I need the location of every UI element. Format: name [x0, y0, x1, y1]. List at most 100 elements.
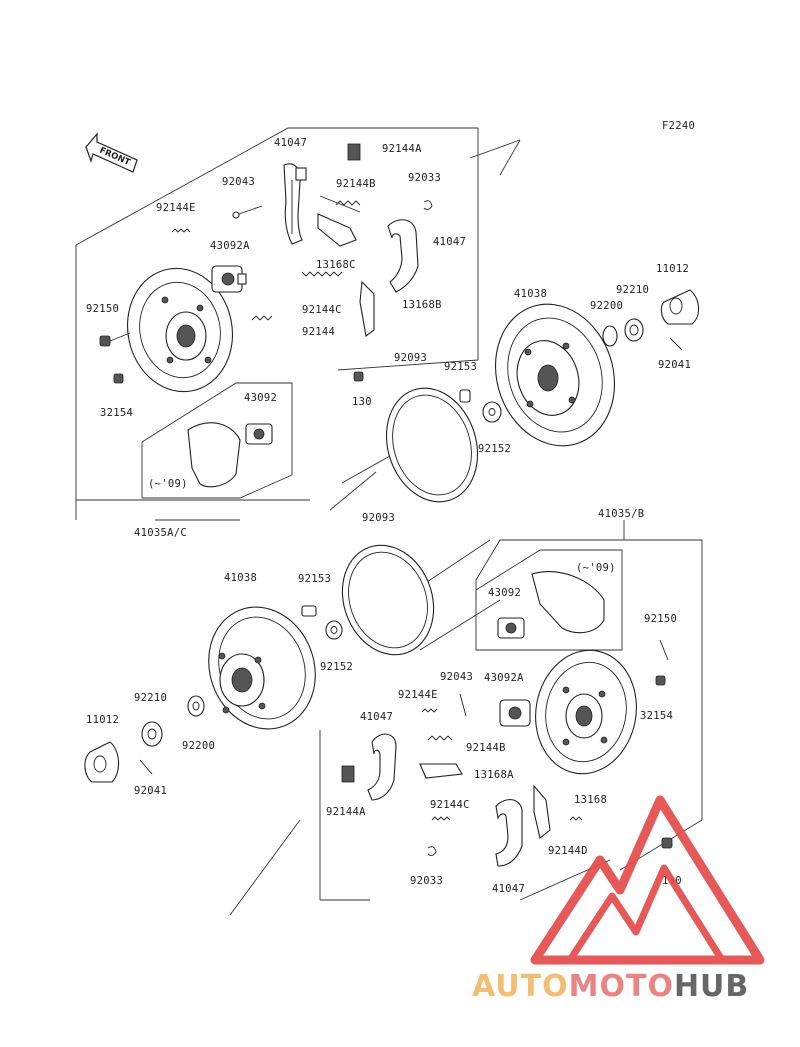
backing-plate-inset-lower [531, 571, 605, 634]
spring-92144-upper [251, 315, 273, 321]
bolt-92150-upper [99, 332, 131, 347]
label-92093: 92093 [394, 352, 427, 364]
label-92144e: 92144E [156, 202, 196, 214]
label-92152: 92152 [478, 443, 511, 455]
label-41047-b: 41047 [433, 236, 466, 248]
label-130: 130 [352, 396, 372, 408]
spring-92144e-lower [421, 708, 438, 713]
brake-shoe-upper-a [283, 163, 307, 245]
spring-92144c-upper [301, 271, 343, 277]
seal-ring-upper [385, 387, 479, 503]
label-41038: 41038 [514, 288, 547, 300]
label-32154-lower: 32154 [640, 710, 673, 722]
label-09-lower: (~'09) [576, 562, 616, 574]
label-92144b-lower: 92144B [466, 742, 506, 754]
label-92041: 92041 [658, 359, 691, 371]
watermark-logo: AUTOMOTOHUB [472, 795, 765, 1004]
label-11012: 11012 [656, 263, 689, 275]
label-41035ac: 41035A/C [134, 527, 187, 539]
lever-13168-lower [533, 784, 551, 839]
brake-shoe-lower-b [495, 799, 523, 867]
backing-plate-upper [126, 267, 234, 393]
adjuster-13168a-lower [419, 763, 463, 779]
label-43092-lower: 43092 [488, 587, 521, 599]
backing-plate-inset-upper [187, 422, 241, 488]
svg-text:AUTOMOTOHUB: AUTOMOTOHUB [472, 969, 749, 1004]
spring-92144b-lower [427, 735, 453, 741]
label-92144a-lower: 92144A [326, 806, 366, 818]
seal-ring-lower [341, 544, 435, 656]
label-13168-lower: 13168 [574, 794, 607, 806]
label-92033-lower: 92033 [410, 875, 443, 887]
label-92144: 92144 [302, 326, 335, 338]
adjuster-13168c-upper [317, 195, 361, 247]
label-13168a-lower: 13168A [474, 769, 514, 781]
label-92144e-lower: 92144E [398, 689, 438, 701]
label-92150: 92150 [86, 303, 119, 315]
label-92150-lower: 92150 [644, 613, 677, 625]
clip-92033-lower [427, 846, 437, 857]
cap-11012-lower [84, 741, 120, 783]
backing-plate-lower [535, 649, 637, 775]
label-09-upper: (~'09) [148, 478, 188, 490]
label-92041-lower: 92041 [134, 785, 167, 797]
clip-92033-upper [423, 200, 433, 211]
label-92144d-lower: 92144D [548, 845, 588, 857]
clip-92144a-lower [341, 765, 355, 783]
lever-13168b-upper [359, 280, 375, 337]
label-92093-lower: 92093 [362, 512, 395, 524]
cap-11012-upper [660, 289, 700, 325]
label-92200-lower: 92200 [182, 740, 215, 752]
watermark-auto: AUTO [472, 969, 569, 1004]
brake-shoe-upper-b [387, 219, 419, 293]
label-92152-lower: 92152 [320, 661, 353, 673]
label-43092a-lower: 43092A [484, 672, 524, 684]
label-92033: 92033 [408, 172, 441, 184]
spring-92144c-lower [431, 816, 451, 821]
label-41047-a: 41047 [274, 137, 307, 149]
label-13168b: 13168B [402, 299, 442, 311]
label-92210-lower: 92210 [134, 692, 167, 704]
watermark-moto: MOTO [569, 969, 674, 1004]
label-92043-lower: 92043 [440, 671, 473, 683]
front-label: FRONT [98, 146, 132, 168]
label-11012-lower: 11012 [86, 714, 119, 726]
label-43092a: 43092A [210, 240, 250, 252]
label-92043: 92043 [222, 176, 255, 188]
washer-92200-upper [602, 325, 618, 347]
label-92144b: 92144B [336, 178, 376, 190]
label-43092: 43092 [244, 392, 277, 404]
clip-92144a-upper [347, 143, 361, 161]
brake-drum-lower [208, 606, 316, 730]
label-92153: 92153 [444, 361, 477, 373]
label-32154: 32154 [100, 407, 133, 419]
bolt-32154-upper [113, 373, 124, 384]
lower-assembly: 92093 41035/B 41038 92153 (~'09) 43092 9… [84, 508, 703, 916]
label-92200: 92200 [590, 300, 623, 312]
logo-triangle-icon [530, 795, 765, 965]
brake-drum-upper [494, 303, 616, 447]
label-92144c-lower: 92144C [430, 799, 470, 811]
wheel-cylinder-lower [499, 699, 531, 727]
label-92210: 92210 [616, 284, 649, 296]
label-41035b: 41035/B [598, 508, 644, 520]
spring-92144d-lower [569, 816, 583, 821]
label-92144c: 92144C [302, 304, 342, 316]
spring-92144b-upper [335, 200, 361, 206]
spring-92144e-upper [171, 228, 191, 233]
figure-code: F2240 [662, 120, 695, 132]
brake-shoe-lower-a [367, 733, 397, 801]
label-92144a: 92144A [382, 143, 422, 155]
label-41047-lower-b: 41047 [492, 883, 525, 895]
watermark-hub: HUB [674, 969, 749, 1004]
washer-92200-lower [187, 695, 205, 717]
label-92153-lower: 92153 [298, 573, 331, 585]
label-13168c: 13168C [316, 259, 356, 271]
label-41047-lower-a: 41047 [360, 711, 393, 723]
nut-92210-upper [624, 318, 644, 342]
nut-92210-lower [141, 721, 163, 747]
wheel-cylinder-upper [211, 265, 247, 293]
front-arrow-icon: FRONT [85, 132, 138, 173]
label-41038-lower: 41038 [224, 572, 257, 584]
